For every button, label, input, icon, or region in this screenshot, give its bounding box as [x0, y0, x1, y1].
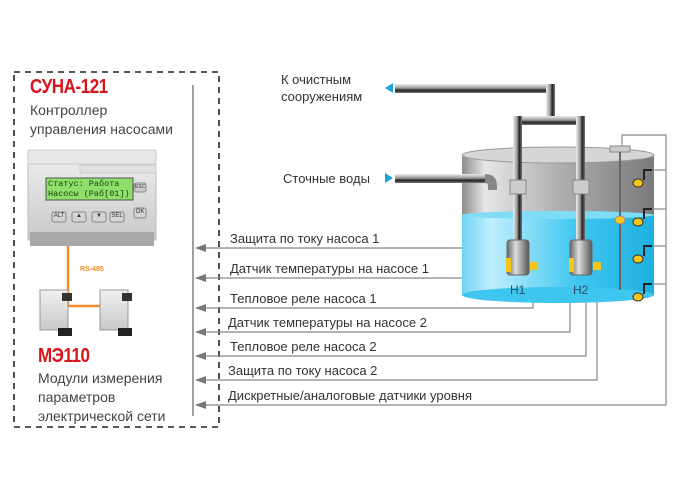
signal-label-6: Защита по току насоса 2: [228, 363, 378, 378]
tank: [461, 146, 655, 303]
float-switches: [632, 169, 652, 302]
modules-description-line2: параметров: [38, 389, 116, 405]
outlet-label-line2: сооружениям: [281, 89, 363, 104]
controller-group-frame: [13, 71, 220, 428]
controller-title: СУНА-121: [30, 76, 108, 98]
signal-label-1: Защита по току насоса 1: [230, 231, 380, 246]
inlet-label: Сточные воды: [283, 171, 370, 186]
me110-module-2: [99, 289, 132, 336]
esc-button: ESC: [134, 184, 146, 190]
down-button: ▼: [96, 213, 102, 219]
pump-h1-label: Н1: [510, 283, 526, 297]
outlet-pipe: [395, 84, 585, 241]
modules-description: Модули измерения параметров электрическо…: [38, 369, 166, 426]
inlet-arrow: [385, 173, 393, 183]
up-button: ▲: [76, 213, 82, 219]
pump-h2-label: Н2: [573, 283, 589, 297]
modules-description-line3: электрической сети: [38, 408, 166, 424]
controller-description-line2: управления насосами: [30, 121, 173, 137]
signal-label-7: Дискретные/аналоговые датчики уровня: [228, 388, 472, 403]
inlet-pipe: [395, 174, 497, 190]
outlet-label-line1: К очистным: [281, 72, 352, 87]
controller-description: Контроллер управления насосами: [30, 101, 173, 139]
signal-label-2: Датчик температуры на насосе 1: [230, 261, 429, 276]
rs485-label: RS-485: [80, 266, 104, 273]
outlet-arrow: [385, 83, 393, 93]
display-line-2: Насосы (Раб[01]): [48, 189, 130, 199]
controller-display: Статус: Работа Насосы (Раб[01]): [48, 179, 132, 199]
signal-label-3: Тепловое реле насоса 1: [230, 291, 377, 306]
rs485-bus: [66, 246, 100, 308]
signal-label-5: Тепловое реле насоса 2: [230, 339, 377, 354]
sel-button: SEL: [111, 213, 123, 219]
modules-title: МЭ110: [38, 345, 90, 367]
alt-button: ALT: [53, 213, 65, 219]
pump-h2: [569, 239, 601, 276]
controller-device: [27, 149, 157, 246]
display-line-1: Статус: Работа: [48, 179, 120, 189]
outlet-label: К очистным сооружениям: [281, 71, 362, 105]
me110-module-1: [39, 289, 72, 336]
level-sensor-rod: [609, 145, 631, 290]
pump-h1: [506, 239, 538, 276]
signal-arrows: [195, 244, 206, 409]
ok-button: OK: [135, 209, 145, 215]
modules-description-line1: Модули измерения: [38, 370, 163, 386]
controller-description-line1: Контроллер: [30, 102, 108, 118]
signal-label-4: Датчик температуры на насосе 2: [228, 315, 427, 330]
